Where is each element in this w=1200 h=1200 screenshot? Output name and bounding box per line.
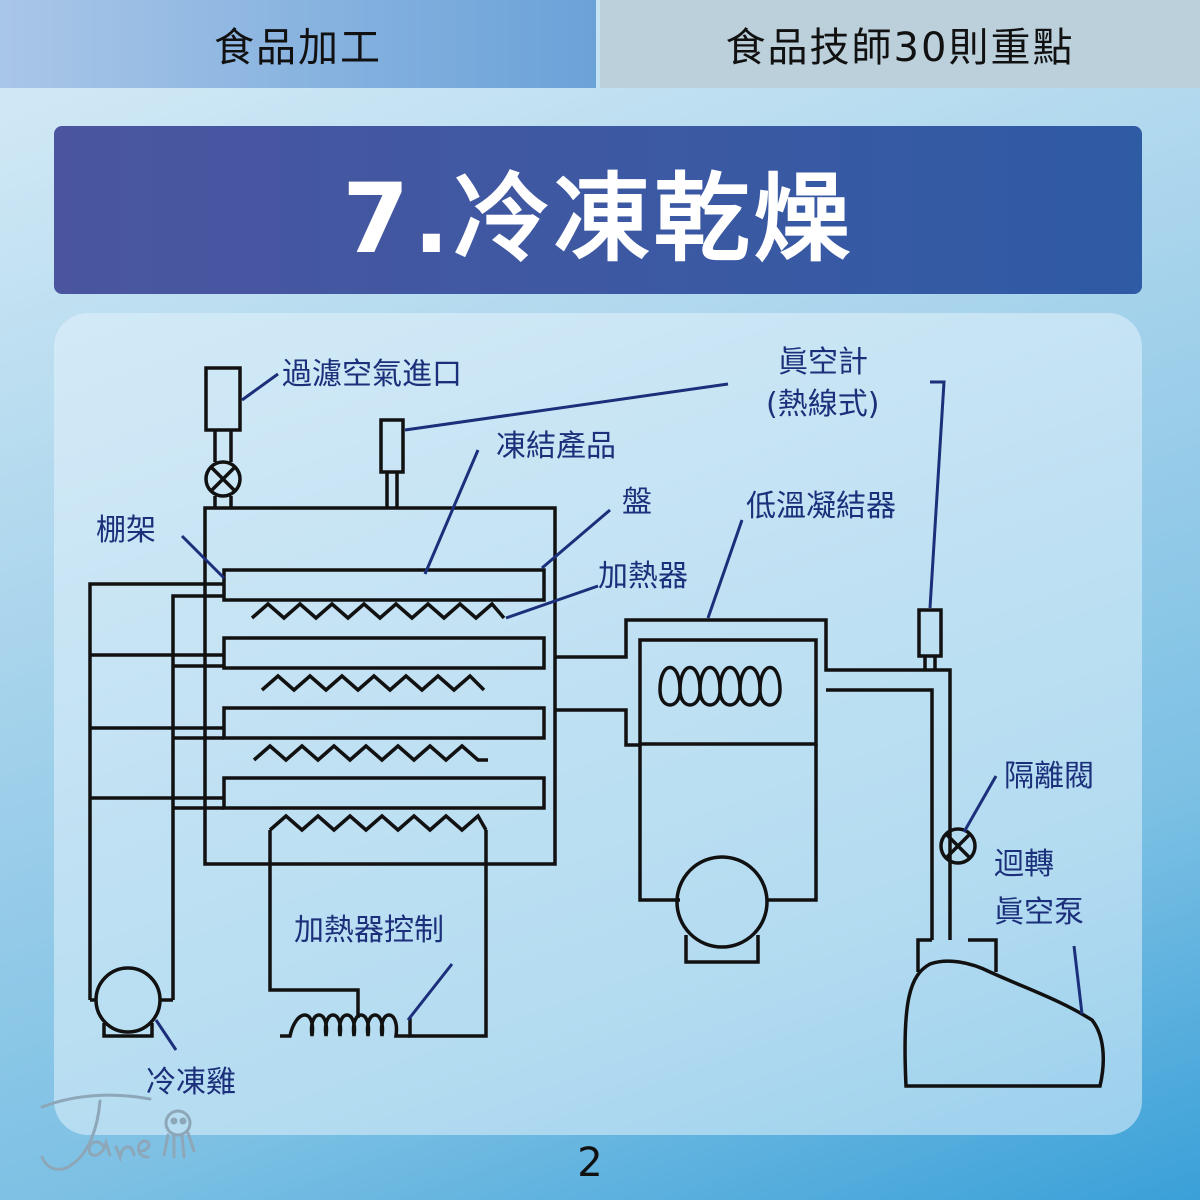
- shelf-3: [222, 706, 546, 740]
- pointer-condenser: [706, 519, 744, 619]
- condenser-coil: [658, 666, 782, 707]
- tab-food-processing-label: 食品加工: [214, 25, 382, 71]
- tab-key-points[interactable]: 食品技師30則重點: [600, 0, 1200, 88]
- pointer-shelf: [180, 534, 226, 580]
- refrigerant-line-inner: [171, 594, 224, 1000]
- rotary-vacuum-pump: [903, 959, 1106, 1088]
- air-inlet-valve: [204, 460, 242, 498]
- heater-2: [260, 673, 486, 693]
- label-vacuum-pump: 眞空泵: [994, 895, 1084, 930]
- title-bar: 7.冷凍乾燥: [54, 126, 1142, 294]
- tab-food-processing[interactable]: 食品加工: [0, 0, 596, 88]
- drying-chamber: [203, 506, 557, 866]
- chamber-vacuum-gauge: [379, 418, 405, 474]
- pointer-frozen-product: [423, 449, 480, 575]
- diagram-panel: [54, 313, 1142, 1135]
- label-shelf: 棚架: [96, 513, 156, 548]
- label-tray: 盤: [622, 485, 652, 520]
- label-heater: 加熱器: [598, 559, 688, 594]
- signature-logo: [40, 1093, 196, 1171]
- label-vacuum-gauge: 眞空計: [778, 345, 868, 380]
- label-refrigerator: 冷凍雞: [146, 1065, 236, 1100]
- label-isolation-valve: 隔離閥: [1004, 759, 1094, 794]
- pointer-vacuum-gauge-right: [928, 380, 946, 609]
- low-temp-condenser: [638, 638, 818, 746]
- label-heater-control: 加熱器控制: [294, 913, 444, 948]
- label-rotary: 迴轉: [994, 847, 1054, 882]
- page-number: 2: [577, 1140, 603, 1186]
- pointer-tray: [541, 508, 611, 570]
- refrigerator-compressor: [94, 966, 162, 1034]
- line-vacuum-gauge: [917, 608, 943, 658]
- page-title: 7.冷凍乾燥: [342, 162, 854, 275]
- pointer-rotary-pump: [1072, 945, 1084, 1015]
- pointer-filter-air-inlet: [241, 372, 279, 402]
- label-frozen-product: 凍結產品: [496, 429, 616, 464]
- pointer-heater-control: [406, 963, 454, 1021]
- label-vacuum-gauge-type: (熱線式): [766, 387, 879, 422]
- pointer-heater: [505, 584, 599, 620]
- pointer-isolation-valve: [962, 775, 998, 833]
- heater-3: [252, 743, 488, 763]
- label-filter-air-inlet: 過濾空氣進口: [282, 357, 462, 392]
- pointer-vacuum-gauge: [404, 382, 729, 432]
- tab-key-points-label: 食品技師30則重點: [725, 25, 1075, 71]
- heater-4: [268, 813, 488, 833]
- shelf-4: [222, 776, 546, 810]
- heater-control-coil: [280, 1013, 410, 1038]
- isolation-valve: [939, 827, 977, 865]
- shelf-1: [222, 568, 546, 602]
- condenser-compressor: [675, 855, 769, 949]
- shelf-2: [222, 636, 546, 670]
- heater-control-wire: [268, 830, 360, 1018]
- refrigerant-line-outer: [88, 582, 224, 1000]
- chamber-to-condenser-pipe: [555, 618, 952, 940]
- air-filter: [204, 366, 242, 432]
- label-low-temp-condenser: 低溫凝結器: [746, 489, 896, 524]
- pointer-refrigerator: [154, 1019, 178, 1051]
- heater-1: [250, 601, 506, 621]
